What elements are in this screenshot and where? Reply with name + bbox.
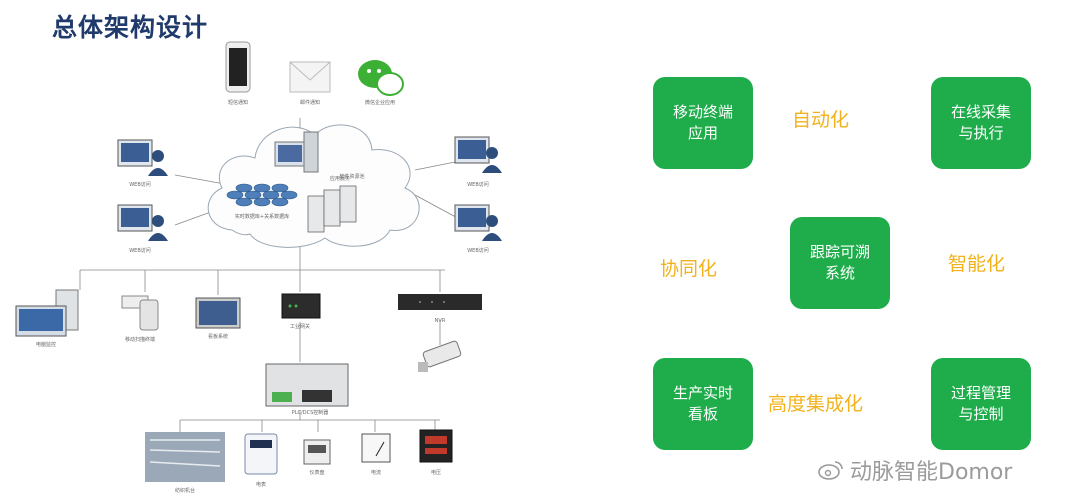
watermark-text: 动脉智能Domor <box>850 460 1013 485</box>
cluster-label: 软件资源池 <box>339 173 364 180</box>
architecture-diagram: 短信通知 邮件通知 微信企业应用 应用服务 实时数据库+关系数据库 软件资源池 … <box>15 41 502 494</box>
gauge-label: 电流 <box>371 469 381 476</box>
watermark: 动脉智能Domor <box>818 454 1012 486</box>
nvr-label: NVR <box>435 318 446 324</box>
line-label: 纺织机台 <box>175 487 195 494</box>
box-mobile-app: 移动终端 应用 <box>653 77 753 169</box>
wechat-icon <box>358 60 404 96</box>
tablet-icon <box>195 297 241 329</box>
page-title: 总体架构设计 <box>52 13 209 42</box>
web-computer-icon <box>454 204 502 241</box>
plc-label: PLC/DCS控制器 <box>292 409 329 416</box>
power-label: 电压 <box>431 469 441 476</box>
nvr-icon <box>398 294 482 310</box>
monitor-label: 电脑监控 <box>36 341 56 348</box>
box-realtime-board: 生产实时 看板 <box>653 358 753 450</box>
web-computer-icon <box>117 139 168 176</box>
email-label: 邮件通知 <box>300 99 320 106</box>
box-process-control: 过程管理 与控制 <box>931 358 1031 450</box>
app-server-icon <box>274 131 319 173</box>
tag-integration: 高度集成化 <box>768 393 864 415</box>
app-server-label: 应用服务 <box>330 175 350 182</box>
gateway-label: 工业网关 <box>290 323 310 330</box>
wechat-label: 微信企业应用 <box>365 99 395 106</box>
gauge-icon <box>361 433 391 463</box>
tag-automation: 自动化 <box>792 109 850 131</box>
meter-icon <box>244 433 278 475</box>
cloud-icon <box>207 124 420 248</box>
tag-collaboration: 协同化 <box>660 258 718 280</box>
weibo-icon <box>818 461 843 480</box>
email-icon <box>289 61 331 93</box>
digital-meter-icon <box>419 429 453 463</box>
scanner-icon <box>121 295 159 331</box>
web-label-bl: WEB访问 <box>129 247 151 254</box>
web-label-tr: WEB访问 <box>467 181 489 188</box>
panel-label: 仪表盘 <box>309 469 324 476</box>
tablet-label: 看板系统 <box>208 333 228 340</box>
web-computer-icon <box>454 136 502 173</box>
database-label: 实时数据库+关系数据库 <box>235 213 289 220</box>
gateway-icon <box>281 293 321 319</box>
textile-machine-photo <box>145 432 225 482</box>
meter-label: 电表 <box>256 481 266 488</box>
web-label-br: WEB访问 <box>467 247 489 254</box>
server-cluster-icon <box>307 185 357 233</box>
connection-lines <box>79 118 466 432</box>
tag-intelligence: 智能化 <box>948 253 1006 275</box>
box-online-collection: 在线采集 与执行 <box>931 77 1031 169</box>
camera-icon <box>418 340 462 372</box>
database-icon <box>226 183 298 207</box>
web-label-tl: WEB访问 <box>129 181 151 188</box>
scanner-label: 移动扫描终端 <box>125 336 155 343</box>
monitor-station-icon <box>15 289 79 337</box>
plc-icon <box>265 363 349 407</box>
box-traceability: 跟踪可溯 系统 <box>790 217 890 309</box>
web-computer-icon <box>117 204 168 241</box>
phone-label: 短信通知 <box>228 99 248 106</box>
panel-icon <box>303 439 331 465</box>
phone-icon <box>225 41 251 93</box>
